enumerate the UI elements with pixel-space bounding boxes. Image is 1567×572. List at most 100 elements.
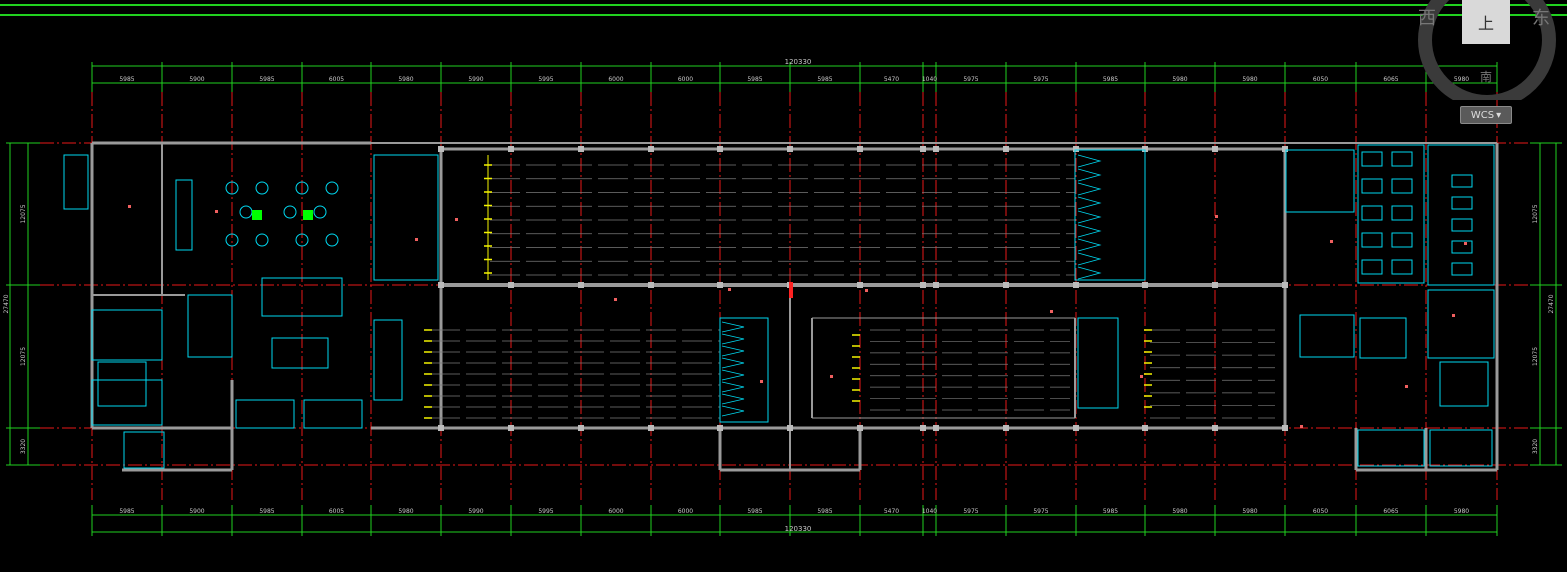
dimension-text: 6050: [1313, 76, 1328, 83]
sofa-set: [303, 399, 363, 429]
column: [1003, 425, 1009, 431]
round-table: [325, 181, 339, 195]
machine-fan: [721, 357, 745, 369]
column: [1003, 146, 1009, 152]
dimension-text: 5985: [259, 508, 274, 515]
dimension-text: 5985: [119, 508, 134, 515]
compass-east-label[interactable]: 东: [1532, 8, 1550, 29]
red-marker: [614, 298, 617, 301]
machine-fan: [1077, 238, 1102, 252]
view-cube-top-label: 上: [1477, 14, 1494, 33]
column: [1003, 282, 1009, 288]
dimension-text: 6065: [1383, 508, 1398, 515]
column: [1212, 282, 1218, 288]
dimension-text: 5980: [1242, 508, 1257, 515]
view-cube-ring: [1418, 0, 1556, 100]
machine-fan: [721, 345, 745, 357]
machine-fan: [721, 369, 745, 381]
column: [508, 282, 514, 288]
view-cube[interactable]: [1415, 0, 1567, 100]
column: [578, 146, 584, 152]
red-marker: [1300, 425, 1303, 428]
machine-fan: [1077, 154, 1102, 168]
round-table: [239, 205, 253, 219]
dimension-text: 5980: [398, 76, 413, 83]
dimension-text: 120330: [785, 525, 812, 533]
column: [1212, 146, 1218, 152]
column: [1142, 282, 1148, 288]
dimension-text: 5985: [119, 76, 134, 83]
machine-bank: [719, 317, 769, 423]
dimension-text: 3320: [20, 439, 27, 454]
dimension-text: 5995: [538, 76, 553, 83]
column: [857, 146, 863, 152]
dimension-text: 5470: [884, 508, 899, 515]
machine-fan: [721, 381, 745, 393]
machine-fan: [1077, 252, 1102, 266]
office-room: [91, 309, 163, 361]
dimension-text: 5985: [1103, 508, 1118, 515]
office-desk: [1451, 218, 1473, 232]
red-marker: [1405, 385, 1408, 388]
column: [1142, 425, 1148, 431]
meeting-table: [261, 277, 343, 317]
column: [1282, 425, 1288, 431]
wcs-menu-button[interactable]: WCS ▾: [1460, 106, 1512, 124]
column: [787, 425, 793, 431]
stair: [1439, 361, 1489, 407]
column: [438, 146, 444, 152]
machine-fan: [721, 393, 745, 405]
dimension-text: 5990: [468, 508, 483, 515]
dimension-text: 5900: [189, 76, 204, 83]
reception-desk: [175, 179, 193, 251]
red-column-marker: [789, 282, 793, 298]
dimension-text: 27470: [3, 294, 10, 313]
red-marker: [1464, 242, 1467, 245]
column: [717, 146, 723, 152]
round-table: [225, 181, 239, 195]
column: [1282, 282, 1288, 288]
sofa-set: [271, 337, 329, 369]
dimension-text: 5990: [468, 76, 483, 83]
dimension-text: 5985: [259, 76, 274, 83]
round-table: [295, 181, 309, 195]
toilet: [91, 379, 163, 426]
dimension-text: 5995: [538, 508, 553, 515]
column: [857, 282, 863, 288]
wcs-label: WCS: [1470, 109, 1495, 121]
column: [857, 425, 863, 431]
dimension-text: 6065: [1383, 76, 1398, 83]
machine-fan: [1077, 168, 1102, 182]
dimension-text: 5980: [1172, 508, 1187, 515]
machine-fan: [1077, 210, 1102, 224]
view-cube-top-face[interactable]: 上: [1462, 0, 1510, 44]
dimension-text: 5900: [189, 508, 204, 515]
round-table: [325, 233, 339, 247]
round-table: [283, 205, 297, 219]
red-marker: [1330, 240, 1333, 243]
office-desk: [1391, 205, 1413, 221]
compass-south-label[interactable]: 南: [1480, 70, 1493, 84]
chevron-down-icon: ▾: [1496, 109, 1502, 121]
machine-fan: [1077, 224, 1102, 238]
red-marker: [415, 238, 418, 241]
office-desk: [1361, 178, 1383, 194]
toilet: [1429, 429, 1493, 467]
stair: [97, 361, 147, 407]
red-marker: [455, 218, 458, 221]
column: [1142, 146, 1148, 152]
dimension-text: 12075: [20, 204, 27, 223]
dimension-text: 5975: [963, 508, 978, 515]
column: [717, 282, 723, 288]
round-table: [225, 233, 239, 247]
column: [1282, 146, 1288, 152]
round-table: [255, 181, 269, 195]
column: [508, 146, 514, 152]
compass-west-label[interactable]: 西: [1418, 8, 1436, 29]
office-desk: [1361, 151, 1383, 167]
dimension-text: 3320: [1532, 439, 1539, 454]
dimension-text: 12075: [1532, 347, 1539, 366]
red-marker: [1452, 314, 1455, 317]
